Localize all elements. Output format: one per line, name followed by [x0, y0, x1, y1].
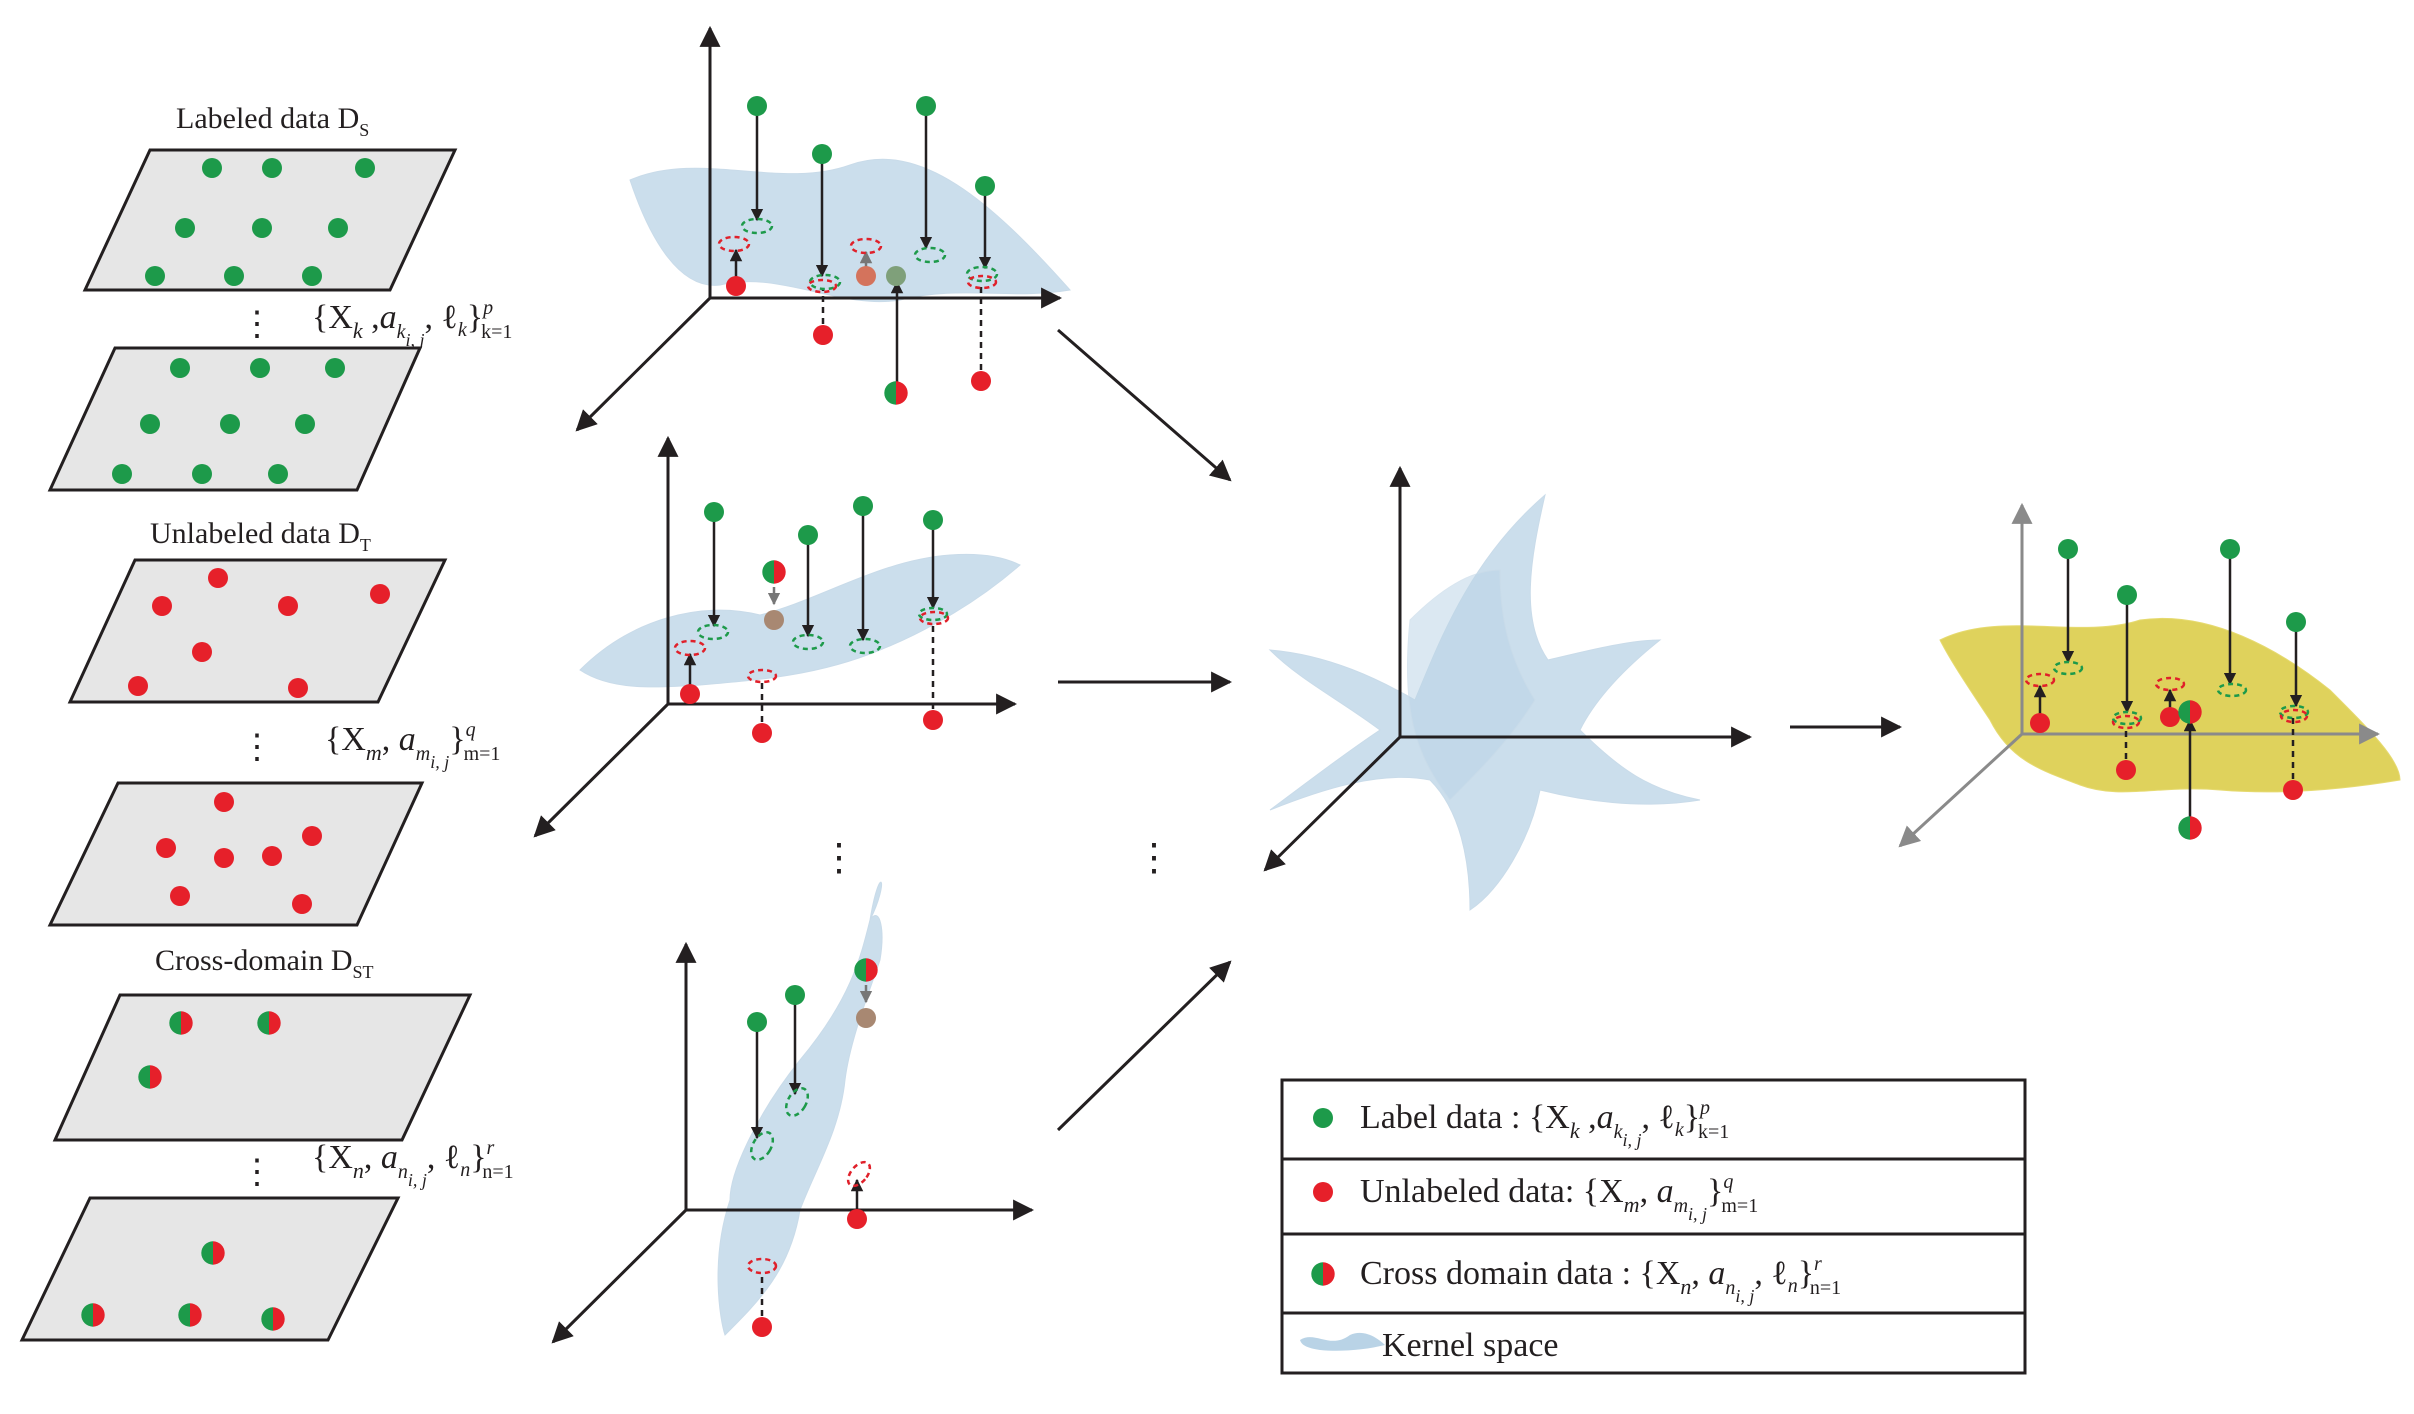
- legend-kernel-text: Kernel space: [1382, 1327, 1559, 1364]
- unlabeled-domain-title: Unlabeled data DT: [150, 517, 371, 555]
- unlabeled-plane-bottom: [47, 781, 425, 927]
- unlabeled-data-dot-icon: [1313, 1182, 1333, 1202]
- panel-ellipsis: ⋮: [820, 837, 858, 879]
- cross-plane-bottom: [19, 1196, 401, 1342]
- labeled-plane-top: [82, 148, 458, 292]
- unlabeled-points-top: [128, 568, 390, 698]
- label-data-dot-icon: [1313, 1108, 1333, 1128]
- labeled-domain-title: Labeled data DS: [176, 102, 369, 140]
- labeled-points-top: [145, 158, 375, 286]
- cross-ellipsis: ⋮: [240, 1154, 274, 1191]
- kernel-surface-2: [579, 553, 1021, 688]
- unlabeled-ellipsis: ⋮: [240, 729, 274, 766]
- labeled-ellipsis: ⋮: [240, 306, 274, 343]
- projection-panel-3: [551, 881, 1035, 1344]
- flow-arrows: [1056, 328, 1903, 1132]
- unlabeled-plane-top: [67, 558, 448, 704]
- projection-panel-1: [575, 25, 1071, 432]
- panel2-projections: [673, 496, 950, 743]
- projection-panel-2: [533, 435, 1021, 838]
- kernel-surface-1: [629, 158, 1071, 303]
- unlabeled-points-bottom: [156, 792, 322, 914]
- cross-domain-dot-icon: [1311, 1262, 1335, 1286]
- labeled-points-bottom: [112, 358, 345, 484]
- arrow-ellipsis: ⋮: [1135, 837, 1173, 879]
- legend-item-kernel-space: Kernel space: [1300, 1327, 1559, 1364]
- kernel-space-swatch-icon: [1300, 1332, 1385, 1351]
- cross-plane-top: [52, 993, 473, 1142]
- panel1-projections: [717, 96, 999, 405]
- kernel-surface-3: [717, 881, 883, 1336]
- result-space: [1898, 502, 2401, 848]
- cross-domain-title: Cross-domain DST: [155, 944, 374, 982]
- legend-box: [1280, 1078, 2027, 1375]
- panel3-projections: [746, 958, 878, 1337]
- kernel-star-b: [1406, 569, 1536, 801]
- result-projections: [2024, 539, 2310, 840]
- kernel-space-center: [1263, 465, 1753, 911]
